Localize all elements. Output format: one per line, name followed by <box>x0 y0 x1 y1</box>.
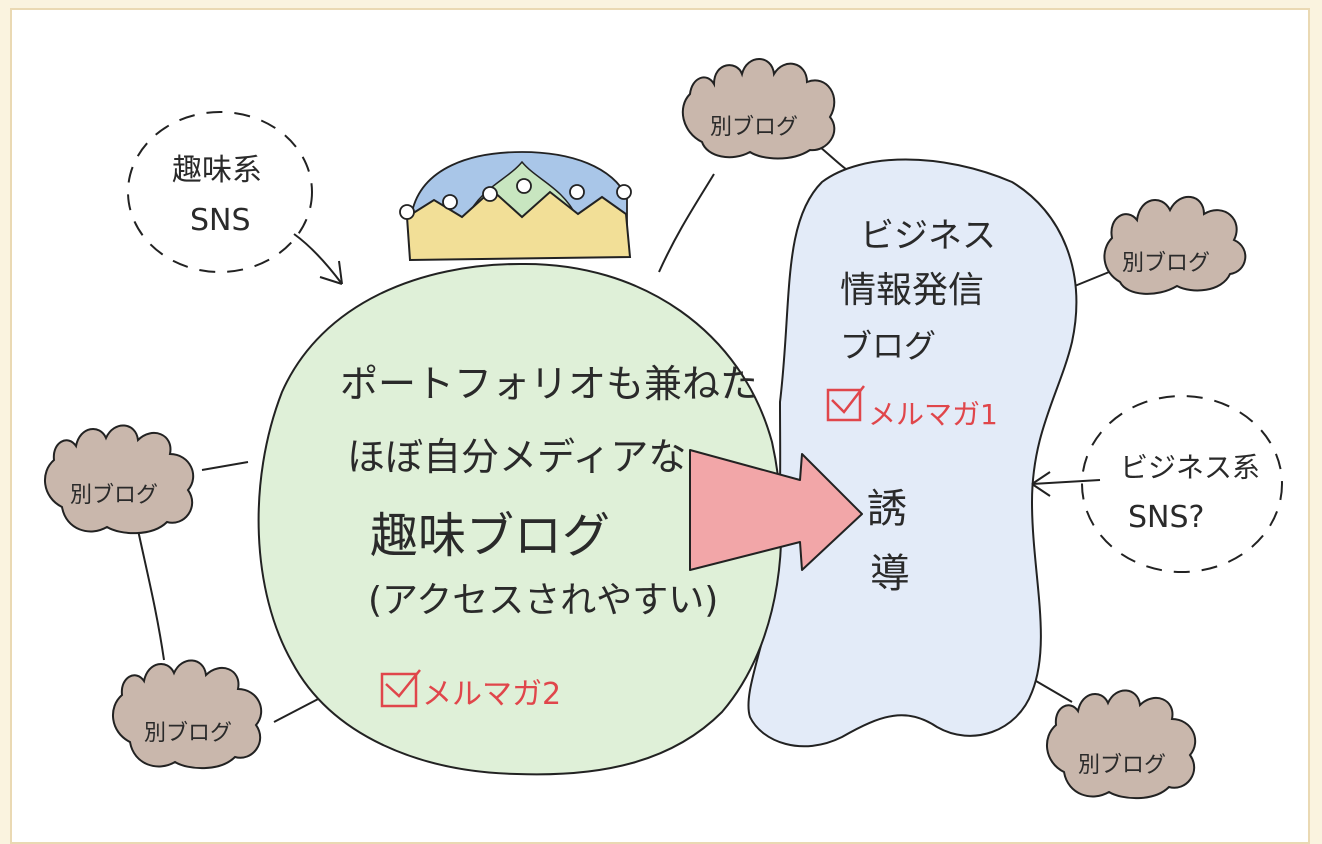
sub-blog-left-label: 別ブログ <box>70 483 158 508</box>
hobby-sns-bubble: 趣味系 SNS <box>127 111 313 273</box>
connector-left-bottomleft <box>137 529 165 661</box>
sub-blog-left: 別ブログ <box>43 424 195 535</box>
main-blog-blob <box>257 262 783 776</box>
guidance-arrow <box>689 449 863 571</box>
main-blog-line1: ポートフォリオも兼ねた <box>340 362 758 406</box>
business-blog-text: ビジネス 情報発信 ブログ <box>840 216 996 365</box>
mailmag-2-label: メルマガ2 <box>380 669 561 712</box>
business-sns-line1: ビジネス系 <box>1120 451 1260 484</box>
main-blog-line2: ほぼ自分メディアな <box>347 435 686 479</box>
business-sns-bubble: ビジネス系 SNS? <box>1081 395 1283 573</box>
main-blog-text: ポートフォリオも兼ねた ほぼ自分メディアな 趣味ブログ (アクセスされやすい) <box>340 362 758 621</box>
business-blog-line3: ブログ <box>840 327 936 365</box>
guidance-label-char1: 誘 <box>867 486 907 532</box>
business-sns-line2: SNS? <box>1128 500 1204 535</box>
checkbox-icon <box>826 385 865 422</box>
checkbox-icon <box>380 669 421 708</box>
connector-main-top-blog <box>658 173 715 273</box>
business-sns-arrow <box>1031 471 1101 497</box>
blog-strategy-diagram: ポートフォリオも兼ねた ほぼ自分メディアな 趣味ブログ (アクセスされやすい) … <box>43 58 1283 800</box>
mailmag-2-text: メルマガ2 <box>422 677 561 712</box>
connector-main-left-blog <box>201 461 249 471</box>
sub-blog-bottom-right-label: 別ブログ <box>1078 753 1166 778</box>
hobby-sns-line2: SNS <box>190 203 251 238</box>
guidance-label-char2: 導 <box>870 551 910 597</box>
sub-blog-bottom-right: 別ブログ <box>1045 689 1197 800</box>
sub-blog-top: 別ブログ <box>681 58 836 160</box>
sub-blog-bottom-left: 別ブログ <box>111 659 263 770</box>
main-blog-line3: 趣味ブログ <box>370 508 610 564</box>
hobby-sns-arrow <box>293 233 343 285</box>
main-blog-line4: (アクセスされやすい) <box>368 580 718 621</box>
crown-icon <box>399 151 632 262</box>
connector-main-bottomleft-blog <box>273 696 323 723</box>
business-blog-line1: ビジネス <box>860 216 996 256</box>
illustration-frame: ポートフォリオも兼ねた ほぼ自分メディアな 趣味ブログ (アクセスされやすい) … <box>10 8 1310 844</box>
mailmag-1-text: メルマガ1 <box>868 398 998 431</box>
mailmag-1-label: メルマガ1 <box>826 385 998 431</box>
sub-blog-bottom-left-label: 別ブログ <box>144 721 232 746</box>
hobby-sns-line1: 趣味系 <box>172 153 262 188</box>
sub-blog-right-top: 別ブログ <box>1103 195 1247 295</box>
sub-blog-right-top-label: 別ブログ <box>1122 251 1210 276</box>
business-blog-line2: 情報発信 <box>840 270 984 311</box>
sub-blog-top-label: 別ブログ <box>710 115 798 140</box>
